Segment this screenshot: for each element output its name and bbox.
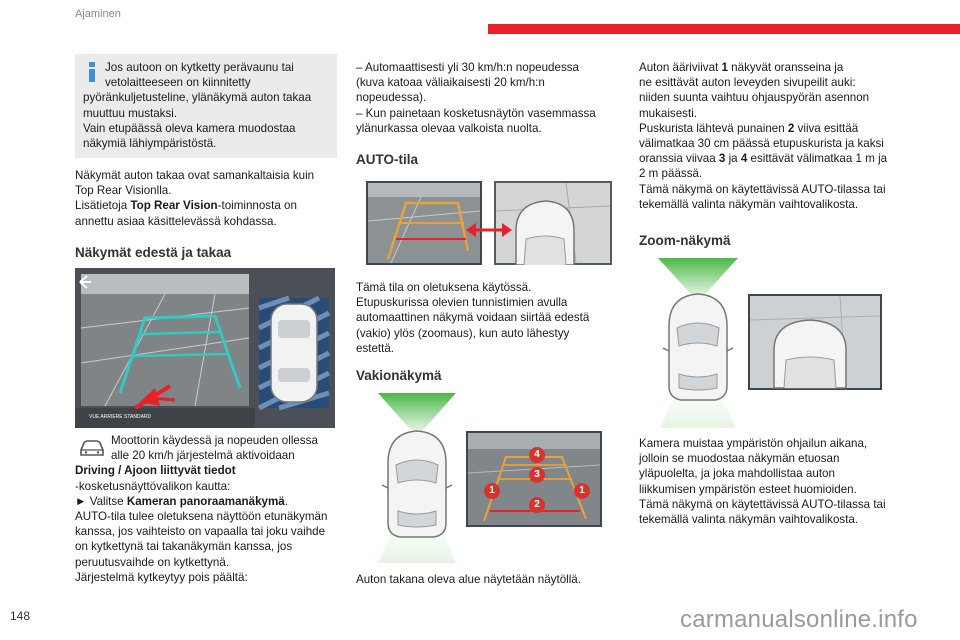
- standard-view-caption: Auton takana oleva alue näytetään näytöl…: [356, 573, 581, 586]
- watermark: carmanualsonline.info: [680, 606, 918, 633]
- text-line: AUTO-tila tulee oletuksena näyttöön etun…: [75, 510, 328, 524]
- text-line: 2 m päässä.: [639, 167, 703, 181]
- text-line: kanssa, jos vaihteisto on vapaalla tai j…: [75, 525, 326, 539]
- text-line: on kytkettynä tai takanäkymän kanssa, jo…: [75, 540, 293, 554]
- text-line: – Kun painetaan kosketusnäytön vasemmass…: [356, 106, 596, 120]
- text-line: Auton ääriviivat 1 näkyvät oransseina ja: [639, 61, 844, 74]
- text-line: (kuva katoaa väliaikaisesti 20 km/h:n: [356, 76, 545, 90]
- text-line: Näkymät auton takaa ovat samankaltaisia …: [75, 169, 315, 182]
- text-line: automaattinen näkymä voidaan siirtää ede…: [356, 311, 590, 325]
- info-line: Vain etupäässä oleva kamera muodostaa: [83, 121, 296, 135]
- text-line: ne esittävät auton leveyden sivupeilit a…: [639, 76, 856, 90]
- text-line: jolloin se muodostaa näkymän etuosan: [639, 452, 840, 466]
- text-line: – Automaattisesti yli 30 km/h:n nopeudes…: [356, 61, 579, 74]
- text-line: estettä.: [356, 341, 395, 355]
- heading-standard-view: Vakionäkymä: [356, 368, 442, 383]
- text-line: (vakio) ylös (zoomaus), kun auto lähesty…: [356, 326, 570, 340]
- text-line: Top Rear Visionlla.: [75, 184, 172, 198]
- info-box: Jos autoon on kytketty perävaunu tai vet…: [75, 54, 337, 158]
- text-line: peruutusvaihde on kytkettynä.: [75, 555, 230, 569]
- text-line: niiden suunta vaihtuu ohjauspyörän asenn…: [639, 91, 870, 105]
- outline-description: Auton ääriviivat 1 näkyvät oransseina ja…: [639, 60, 921, 212]
- info-line: näkymiä lähiympäristöstä.: [83, 137, 217, 151]
- text-line: tekemällä valinta näkymän vaihtovalikost…: [639, 513, 859, 527]
- text-line: Tämä tila on oletuksena käytössä.: [356, 281, 532, 294]
- text-line: yläpuolelta, ja joka mahdollistaa auton: [639, 467, 835, 481]
- text-line: -kosketusnäyttövalikon kautta:: [75, 479, 231, 493]
- zoom-view-description: Kamera muistaa ympäristön ohjailun aikan…: [639, 436, 921, 527]
- info-line: vetolaitteeseen on kiinnitetty: [105, 76, 251, 90]
- intro-paragraph: Näkymät auton takaa ovat samankaltaisia …: [75, 168, 340, 229]
- heading-zoom-view: Zoom-näkymä: [639, 233, 731, 248]
- text-line: välimatkaa 30 cm päässä etupuskurista ja…: [639, 137, 884, 151]
- text-line: Moottorin käydessä ja nopeuden ollessa: [111, 434, 318, 447]
- text-line: tekemällä valinta näkymän vaihtovalikost…: [639, 197, 859, 211]
- auto-mode-description: Tämä tila on oletuksena käytössä. Etupus…: [356, 280, 631, 356]
- heading-auto-mode: AUTO-tila: [356, 152, 419, 167]
- heading-front-rear-views: Näkymät edestä ja takaa: [75, 245, 232, 260]
- text-line: Driving / Ajoon liittyvät tiedot: [75, 464, 236, 478]
- info-line: muuttuu mustaksi.: [83, 106, 178, 120]
- text-line: ► Valitse Kameran panoraamanäkymä.: [75, 494, 288, 508]
- text-line: Tämä näkymä on käytettävissä AUTO-tilass…: [639, 497, 886, 511]
- marker-1-right: 1: [574, 483, 590, 499]
- front-rear-view-illustration: VUE ARRIERE STANDARD: [75, 268, 335, 428]
- page-number: 148: [10, 609, 31, 623]
- header-accent-bar: [488, 24, 960, 34]
- auto-mode-illustration: [366, 181, 612, 266]
- text-line: Puskurista lähtevä punainen 2 viiva esit…: [639, 121, 859, 135]
- deactivation-list: – Automaattisesti yli 30 km/h:n nopeudes…: [356, 60, 631, 136]
- marker-1-left: 1: [484, 483, 500, 499]
- standard-view-illustration: 4 3 1 1 2: [366, 393, 612, 563]
- info-icon: [89, 62, 95, 82]
- marker-4: 4: [529, 447, 545, 463]
- info-line: Jos autoon on kytketty perävaunu tai: [105, 61, 294, 74]
- text-line: nopeudessa).: [356, 91, 427, 105]
- info-line: pyöränkuljetusteline, ylänäkymä auton ta…: [83, 91, 312, 105]
- text-line: Tämä näkymä on käytettävissä AUTO-tilass…: [639, 182, 886, 196]
- text-line: alle 20 km/h järjestelmä aktivoidaan: [111, 449, 295, 463]
- text-line: ylänurkassa olevaa valkoista nuolta.: [356, 121, 542, 135]
- section-title: Ajaminen: [75, 8, 121, 20]
- text-line: annettu asiaa käsittelevässä kohdassa.: [75, 214, 277, 228]
- car-paragraph: Moottorin käydessä ja nopeuden ollessa a…: [75, 433, 345, 585]
- text-line: Lisätietoja Top Rear Vision-toiminnosta …: [75, 199, 297, 213]
- screen-label: VUE ARRIERE STANDARD: [89, 414, 152, 420]
- marker-2: 2: [529, 497, 545, 513]
- car-icon: [77, 434, 107, 460]
- marker-3: 3: [529, 467, 545, 483]
- text-line: liikkumisen ympäristön esteet huomioiden…: [639, 482, 857, 496]
- zoom-view-illustration: [650, 258, 886, 428]
- text-line: Järjestelmä kytkeytyy pois päältä:: [75, 570, 248, 584]
- text-line: Etupuskurissa olevien tunnistimien avull…: [356, 296, 568, 310]
- text-line: mukaisesti.: [639, 106, 697, 120]
- text-line: Kamera muistaa ympäristön ohjailun aikan…: [639, 437, 868, 450]
- text-line: oranssia viivaa 3 ja 4 esittävät välimat…: [639, 152, 888, 166]
